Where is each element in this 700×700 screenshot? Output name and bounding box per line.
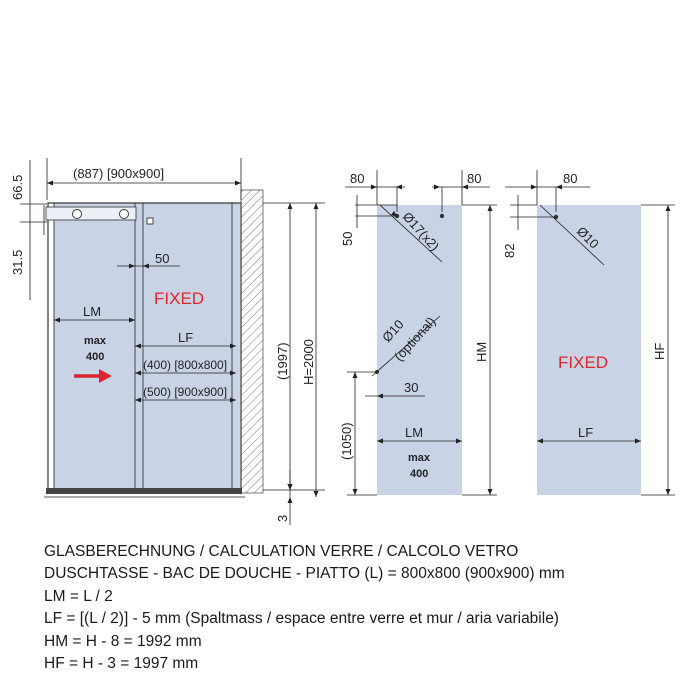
front-lf-label: LF [178,330,193,345]
fixed-glass [537,205,641,495]
mobile-dim-80-right: 80 [467,171,481,186]
fixed-lf-label: LF [578,425,593,440]
bottom-profile [46,488,242,494]
front-lf-900: (500) [900x900] [143,385,227,399]
mobile-dim-1050: (1050) [339,422,354,460]
mobile-max-value: 400 [410,468,428,480]
mobile-lm-label: LM [405,425,423,440]
front-height-1997: (1997) [275,342,290,380]
wall-hatch [240,189,264,494]
fixed-fixed-label: FIXED [558,353,608,372]
mobile-dim-30: 30 [404,380,418,395]
front-fixed-label: FIXED [154,289,204,308]
front-width-label: (887) [900x900] [73,166,164,181]
mobile-hole-right [439,213,445,219]
front-max-label: max [84,335,107,347]
mobile-max-label: max [408,452,431,464]
notes-line-2: DUSCHTASSE - BAC DE DOUCHE - PIATTO (L) … [44,565,565,583]
notes-line-4: LF = [(L / 2)] - 5 mm (Spaltmass / espac… [44,610,559,628]
stop-block [146,217,154,225]
mobile-glass [377,205,462,495]
top-rail [45,206,137,221]
notes-line-6: HF = H - 3 = 1997 mm [44,655,199,673]
calculation-notes: GLASBERECHNUNG / CALCULATION VERRE / CAL… [44,541,684,675]
front-view: (887) [900x900] 66.5 31.5 50 FIXED LM ma… [10,158,325,525]
mobile-panel: 80 80 50 Ø17(x2) Ø10 (optional) 30 [339,170,497,496]
dim-31-5: 31.5 [10,250,25,275]
mobile-dim-80-left: 80 [350,171,364,186]
roller-right [119,209,129,219]
front-max-value: 400 [86,351,104,363]
roller-left [72,209,82,219]
front-lm-label: LM [83,304,101,319]
front-dim-3: 3 [275,515,290,522]
mobile-dim-50: 50 [340,232,355,246]
fixed-panel: 80 82 Ø10 FIXED HF LF [502,170,675,496]
fixed-dim-80: 80 [563,171,577,186]
notes-line-1: GLASBERECHNUNG / CALCULATION VERRE / CAL… [44,543,519,560]
notes-line-3: LM = L / 2 [44,587,113,605]
front-height-h: H=2000 [301,339,316,385]
front-glass [54,203,240,490]
mobile-hm-label: HM [474,342,489,362]
fixed-dim-82: 82 [502,244,517,258]
front-dim-50: 50 [155,251,169,266]
fixed-hf-label: HF [652,343,667,360]
dim-66-5: 66.5 [10,175,25,200]
front-lf-800: (400) [800x800] [143,358,227,372]
notes-line-5: HM = H - 8 = 1992 mm [44,632,202,650]
